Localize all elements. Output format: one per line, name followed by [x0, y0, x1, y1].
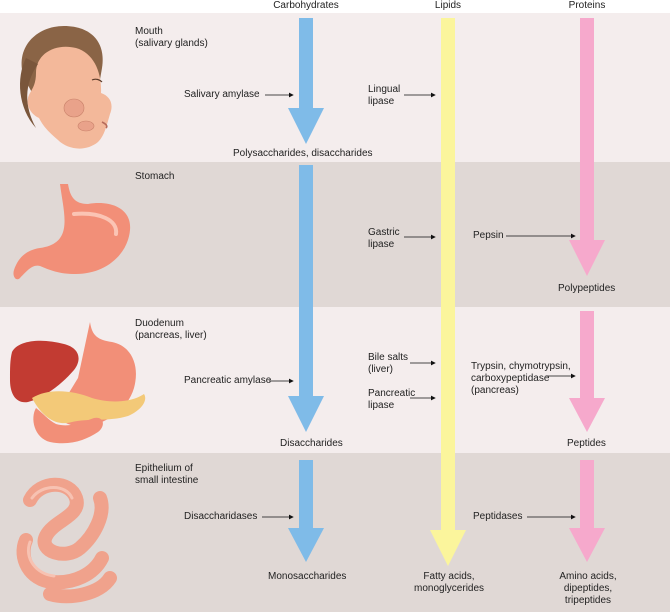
product-polypeptides: Polypeptides — [558, 283, 616, 294]
protein-arrow-duodenum — [569, 311, 605, 432]
product-fatty-acids-monoglycerides: Fatty acids, monoglycerides — [414, 571, 485, 594]
band-mouth — [0, 13, 670, 162]
agent-bile-salts: Bile salts (liver) — [368, 352, 409, 375]
enzyme-disaccharidases: Disaccharidases — [184, 511, 258, 522]
enzyme-pancreatic-amylase: Pancreatic amylase — [184, 375, 272, 386]
enzyme-lingual-lipase: Lingual lipase — [368, 84, 401, 107]
lipid-arrow — [430, 18, 466, 566]
enzyme-pancreatic-lipase: Pancreatic lipase — [368, 388, 416, 411]
enzyme-gastric-lipase: Gastric lipase — [368, 227, 400, 250]
carbohydrate-arrow-epithelium — [288, 460, 324, 562]
carbohydrate-arrow-stomach-duodenum — [288, 165, 324, 432]
protein-arrow-stomach — [569, 18, 605, 276]
protein-arrow-epithelium — [569, 460, 605, 562]
small-intestine-illustration-icon — [16, 477, 117, 604]
product-disaccharides: Disaccharides — [280, 438, 343, 449]
liver-stomach-pancreas-illustration-icon — [10, 322, 146, 444]
enzyme-pepsin: Pepsin — [473, 230, 504, 241]
enzyme-salivary-amylase: Salivary amylase — [184, 89, 260, 100]
product-polysaccharides-disaccharides: Polysaccharides, disaccharides — [233, 148, 373, 159]
column-header-proteins: Proteins — [568, 0, 606, 11]
enzyme-trypsin-chymotrypsin-carboxypeptidase: Trypsin, chymotrypsin, carboxypeptidase … — [471, 361, 571, 396]
enzyme-peptidases: Peptidases — [473, 511, 523, 522]
stomach-illustration-icon — [13, 184, 131, 280]
column-header-carbohydrates: Carbohydrates — [273, 0, 339, 11]
carbohydrate-arrow-mouth — [288, 18, 324, 144]
product-peptides: Peptides — [567, 438, 606, 449]
column-header-lipids: Lipids — [434, 0, 462, 11]
section-label-mouth: Mouth (salivary glands) — [135, 26, 208, 49]
product-amino-acids-dipeptides-tripeptides: Amino acids, dipeptides, tripeptides — [559, 571, 617, 606]
product-monosaccharides: Monosaccharides — [268, 571, 347, 582]
section-label-epithelium: Epithelium of small intestine — [135, 463, 199, 486]
section-label-stomach: Stomach — [135, 171, 175, 182]
head-illustration-icon — [20, 26, 112, 149]
section-label-duodenum: Duodenum (pancreas, liver) — [135, 318, 207, 341]
